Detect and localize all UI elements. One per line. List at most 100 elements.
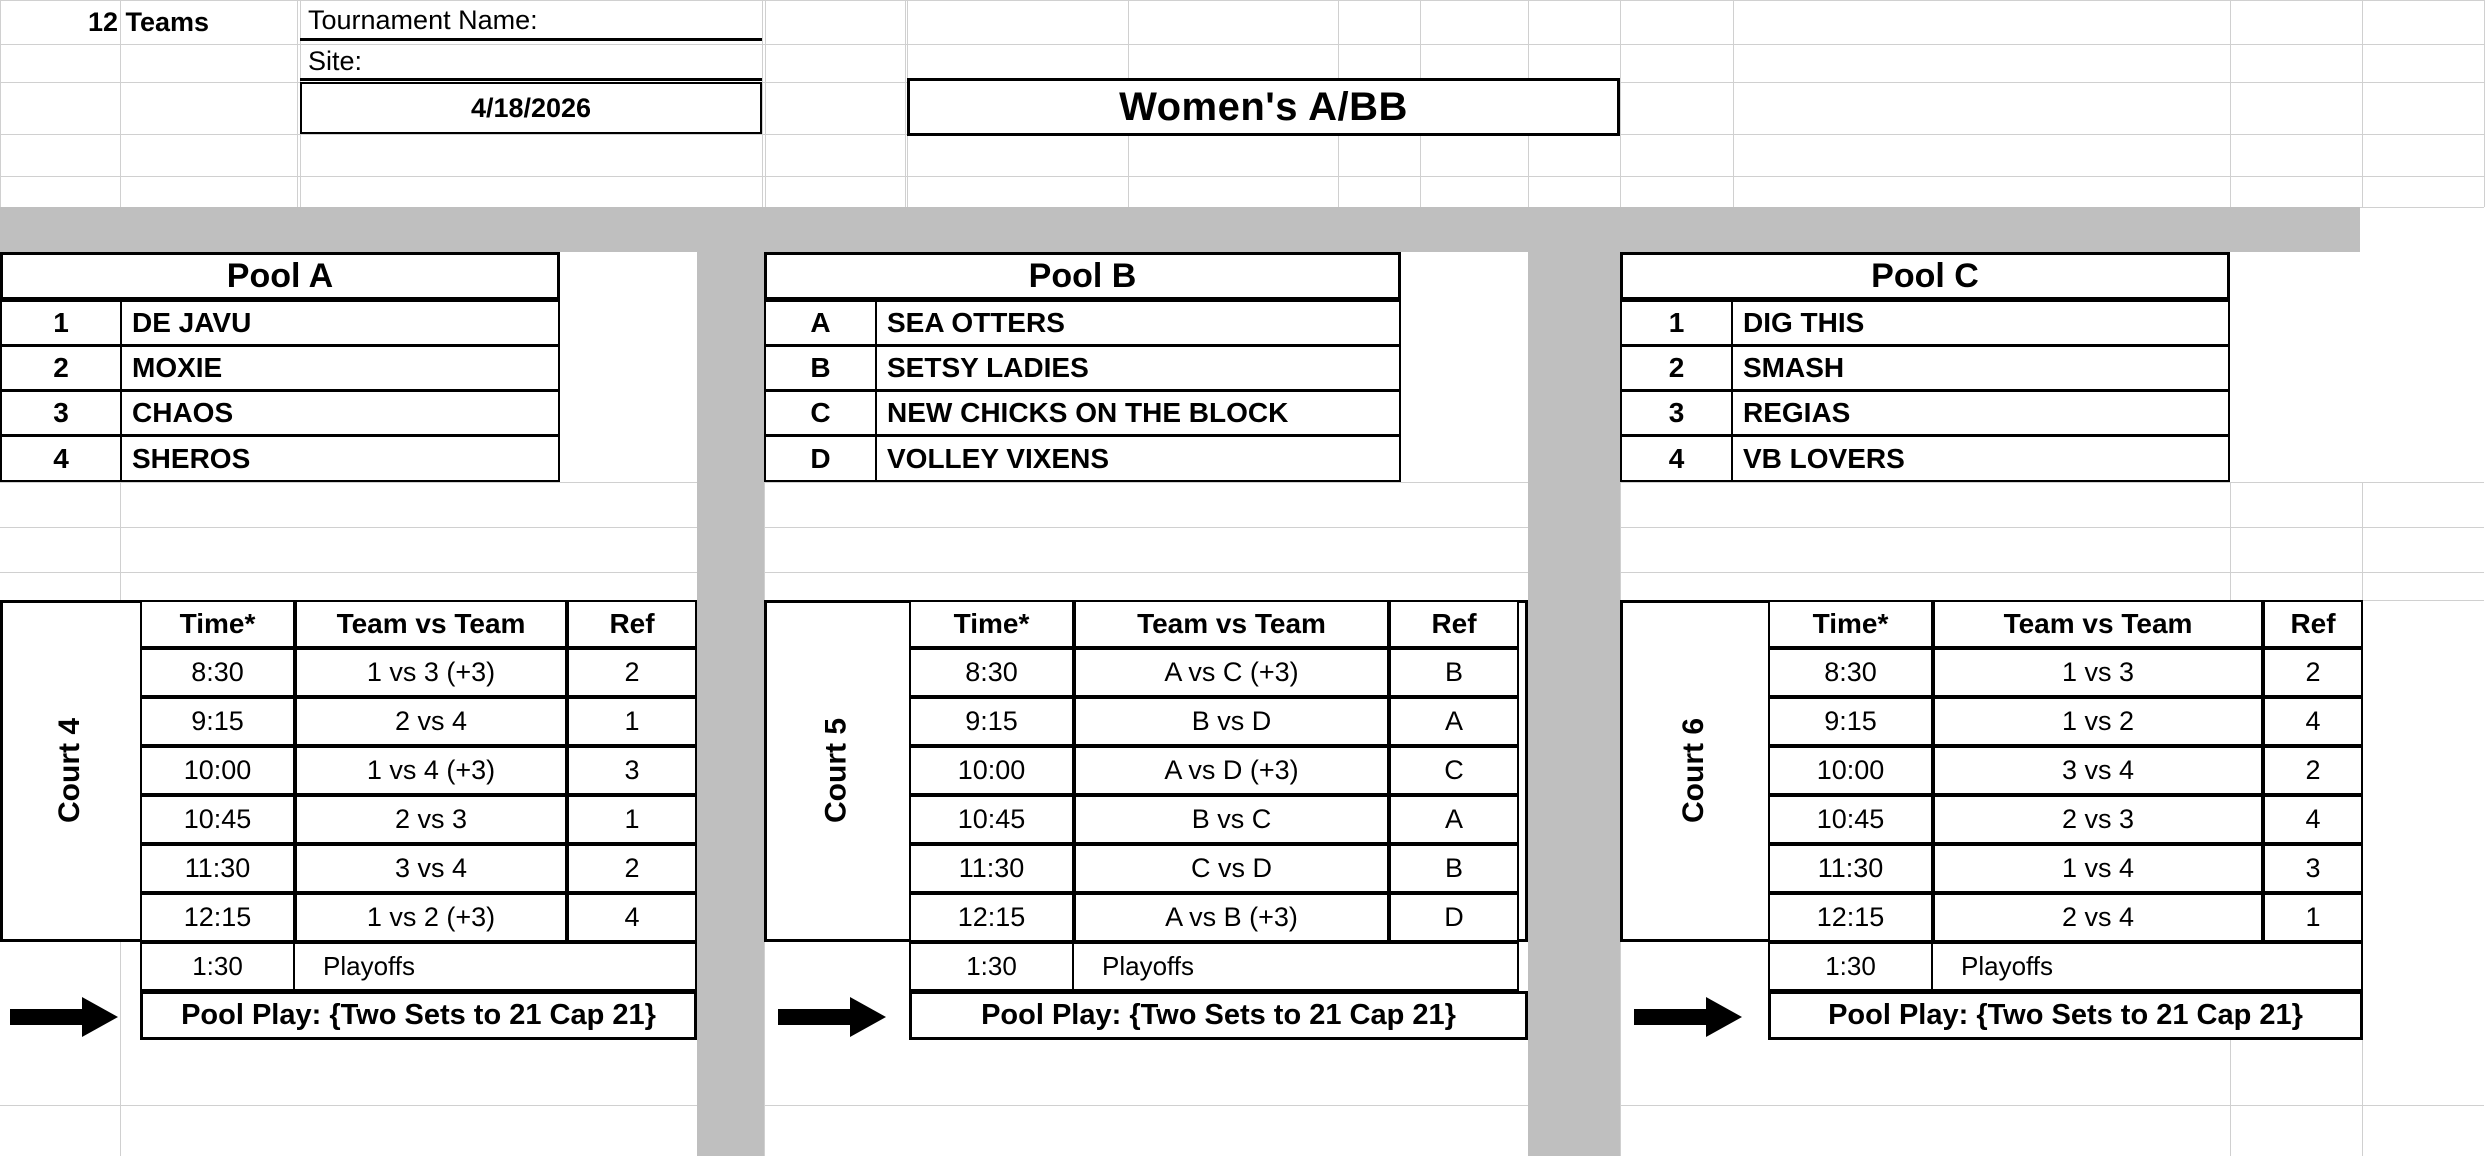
gridline-vertical: [297, 0, 298, 207]
match-pairing: 1 vs 3: [1933, 648, 2263, 697]
match-ref: 1: [2263, 893, 2363, 942]
match-ref: A: [1389, 795, 1519, 844]
pool-a-team-3: CHAOS: [120, 390, 560, 436]
match-time: 12:15: [1768, 893, 1933, 942]
pool-b-seed-1: A: [764, 300, 877, 346]
match-pairing: 2 vs 4: [1933, 893, 2263, 942]
pool-c-seed-3: 3: [1620, 390, 1733, 436]
schedule-header-ref: Ref: [567, 600, 697, 648]
site-underline: [300, 78, 762, 81]
match-pairing: 2 vs 3: [295, 795, 567, 844]
pool-play-banner: Pool Play: {Two Sets to 21 Cap 21}: [909, 991, 1528, 1040]
match-pairing: B vs D: [1074, 697, 1389, 746]
playoff-label: Playoffs: [293, 942, 697, 991]
gray-divider-a-b: [697, 207, 764, 1156]
match-pairing: 1 vs 3 (+3): [295, 648, 567, 697]
pool-b-seed-3: C: [764, 390, 877, 436]
pool-a-seed-3: 3: [0, 390, 122, 436]
gridline-horizontal: [0, 0, 2484, 1]
pool-c-title: Pool C: [1620, 252, 2230, 300]
pool-c-team-4: VB LOVERS: [1731, 435, 2230, 482]
date-cell-box: [300, 82, 762, 134]
match-time: 12:15: [909, 893, 1074, 942]
match-ref: 2: [2263, 746, 2363, 795]
match-ref: 2: [2263, 648, 2363, 697]
match-pairing: 1 vs 2 (+3): [295, 893, 567, 942]
match-time: 10:00: [909, 746, 1074, 795]
court-label-3: Court 6: [1677, 718, 1710, 824]
gray-band-top: [0, 207, 2360, 252]
match-ref: 4: [567, 893, 697, 942]
match-ref: A: [1389, 697, 1519, 746]
schedule-header-match: Team vs Team: [1933, 600, 2263, 648]
right-arrow-icon: [778, 997, 886, 1037]
schedule-header-match: Team vs Team: [295, 600, 567, 648]
match-time: 10:45: [1768, 795, 1933, 844]
schedule-header-match: Team vs Team: [1074, 600, 1389, 648]
pool-a-seed-4: 4: [0, 435, 122, 482]
pool-c-seed-4: 4: [1620, 435, 1733, 482]
pool-c-seed-1: 1: [1620, 300, 1733, 346]
match-time: 10:45: [909, 795, 1074, 844]
match-time: 8:30: [140, 648, 295, 697]
pool-play-banner: Pool Play: {Two Sets to 21 Cap 21}: [140, 991, 697, 1040]
pool-a-title: Pool A: [0, 252, 560, 300]
match-time: 10:00: [140, 746, 295, 795]
pool-b-team-1: SEA OTTERS: [875, 300, 1401, 346]
pool-b-seed-2: B: [764, 345, 877, 391]
playoff-label: Playoffs: [1072, 942, 1519, 991]
gridline-horizontal: [0, 527, 2484, 528]
gridline-vertical: [2362, 0, 2363, 207]
playoff-label: Playoffs: [1931, 942, 2363, 991]
match-pairing: A vs B (+3): [1074, 893, 1389, 942]
match-time: 12:15: [140, 893, 295, 942]
match-ref: B: [1389, 648, 1519, 697]
gridline-vertical: [0, 0, 1, 207]
pool-b-title: Pool B: [764, 252, 1401, 300]
match-ref: 1: [567, 697, 697, 746]
gridline-vertical: [120, 0, 121, 207]
match-pairing: A vs D (+3): [1074, 746, 1389, 795]
tournament-name-underline: [300, 38, 762, 41]
gridline-vertical: [2230, 0, 2231, 207]
gridline-vertical: [762, 0, 763, 207]
match-ref: D: [1389, 893, 1519, 942]
pool-c-team-2: SMASH: [1731, 345, 2230, 391]
schedule-header-time: Time*: [909, 600, 1074, 648]
playoff-time: 1:30: [1768, 942, 1933, 991]
pool-a-seed-2: 2: [0, 345, 122, 391]
tournament-date: 4/18/2026: [470, 92, 592, 123]
pool-c-team-3: REGIAS: [1731, 390, 2230, 436]
match-pairing: C vs D: [1074, 844, 1389, 893]
match-ref: 2: [567, 648, 697, 697]
match-ref: B: [1389, 844, 1519, 893]
match-ref: C: [1389, 746, 1519, 795]
match-ref: 1: [567, 795, 697, 844]
court-label-2: Court 5: [819, 718, 853, 824]
match-ref: 4: [2263, 795, 2363, 844]
match-time: 10:45: [140, 795, 295, 844]
pool-b-team-2: SETSY LADIES: [875, 345, 1401, 391]
court-label-1: Court 4: [53, 718, 86, 824]
schedule-header-ref: Ref: [1389, 600, 1519, 648]
gridline-vertical: [1733, 0, 1734, 207]
pool-a-team-1: DE JAVU: [120, 300, 560, 346]
division-title: Women's A/BB: [907, 78, 1620, 136]
match-time: 8:30: [1768, 648, 1933, 697]
match-ref: 3: [567, 746, 697, 795]
match-pairing: 1 vs 4: [1933, 844, 2263, 893]
pool-a-seed-1: 1: [0, 300, 122, 346]
match-ref: 3: [2263, 844, 2363, 893]
pool-b-team-3: NEW CHICKS ON THE BLOCK: [875, 390, 1401, 436]
gridline-vertical: [905, 0, 906, 207]
match-time: 9:15: [140, 697, 295, 746]
gridline-horizontal: [0, 176, 2484, 177]
match-time: 9:15: [909, 697, 1074, 746]
pool-c-seed-2: 2: [1620, 345, 1733, 391]
match-ref: 4: [2263, 697, 2363, 746]
match-time: 11:30: [1768, 844, 1933, 893]
pool-a-team-2: MOXIE: [120, 345, 560, 391]
match-pairing: 2 vs 4: [295, 697, 567, 746]
playoff-time: 1:30: [140, 942, 295, 991]
